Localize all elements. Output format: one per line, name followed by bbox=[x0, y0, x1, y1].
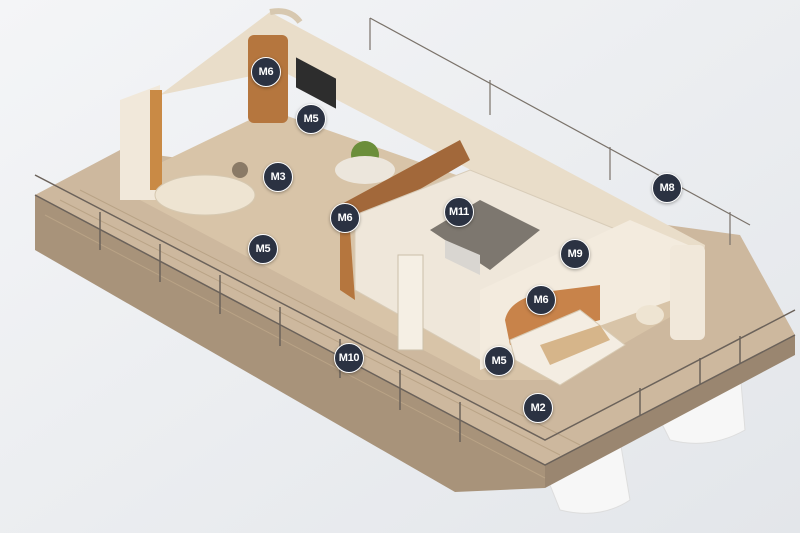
marker-m8-railing[interactable]: M8 bbox=[652, 173, 682, 203]
tv bbox=[296, 57, 336, 109]
deck-end bbox=[545, 335, 795, 488]
marker-m10-deck[interactable]: M10 bbox=[334, 343, 364, 373]
marker-m6-headboard[interactable]: M6 bbox=[526, 285, 556, 315]
bedroom-end-wall bbox=[670, 245, 705, 340]
marker-m9-bedroom-wall[interactable]: M9 bbox=[560, 239, 590, 269]
door bbox=[397, 254, 424, 351]
marker-m6-column[interactable]: M6 bbox=[251, 57, 281, 87]
marker-m5-nightstand[interactable]: M5 bbox=[484, 346, 514, 376]
marker-m5-tv-unit[interactable]: M5 bbox=[296, 104, 326, 134]
partition-wall bbox=[340, 140, 470, 230]
marker-m6-partition[interactable]: M6 bbox=[330, 203, 360, 233]
marker-m3-living[interactable]: M3 bbox=[263, 162, 293, 192]
marker-m5-side-table[interactable]: M5 bbox=[248, 234, 278, 264]
dining-table bbox=[335, 156, 395, 184]
marker-m2-floor[interactable]: M2 bbox=[523, 393, 553, 423]
marker-m11-bathroom[interactable]: M11 bbox=[444, 197, 474, 227]
sofa bbox=[154, 174, 256, 216]
